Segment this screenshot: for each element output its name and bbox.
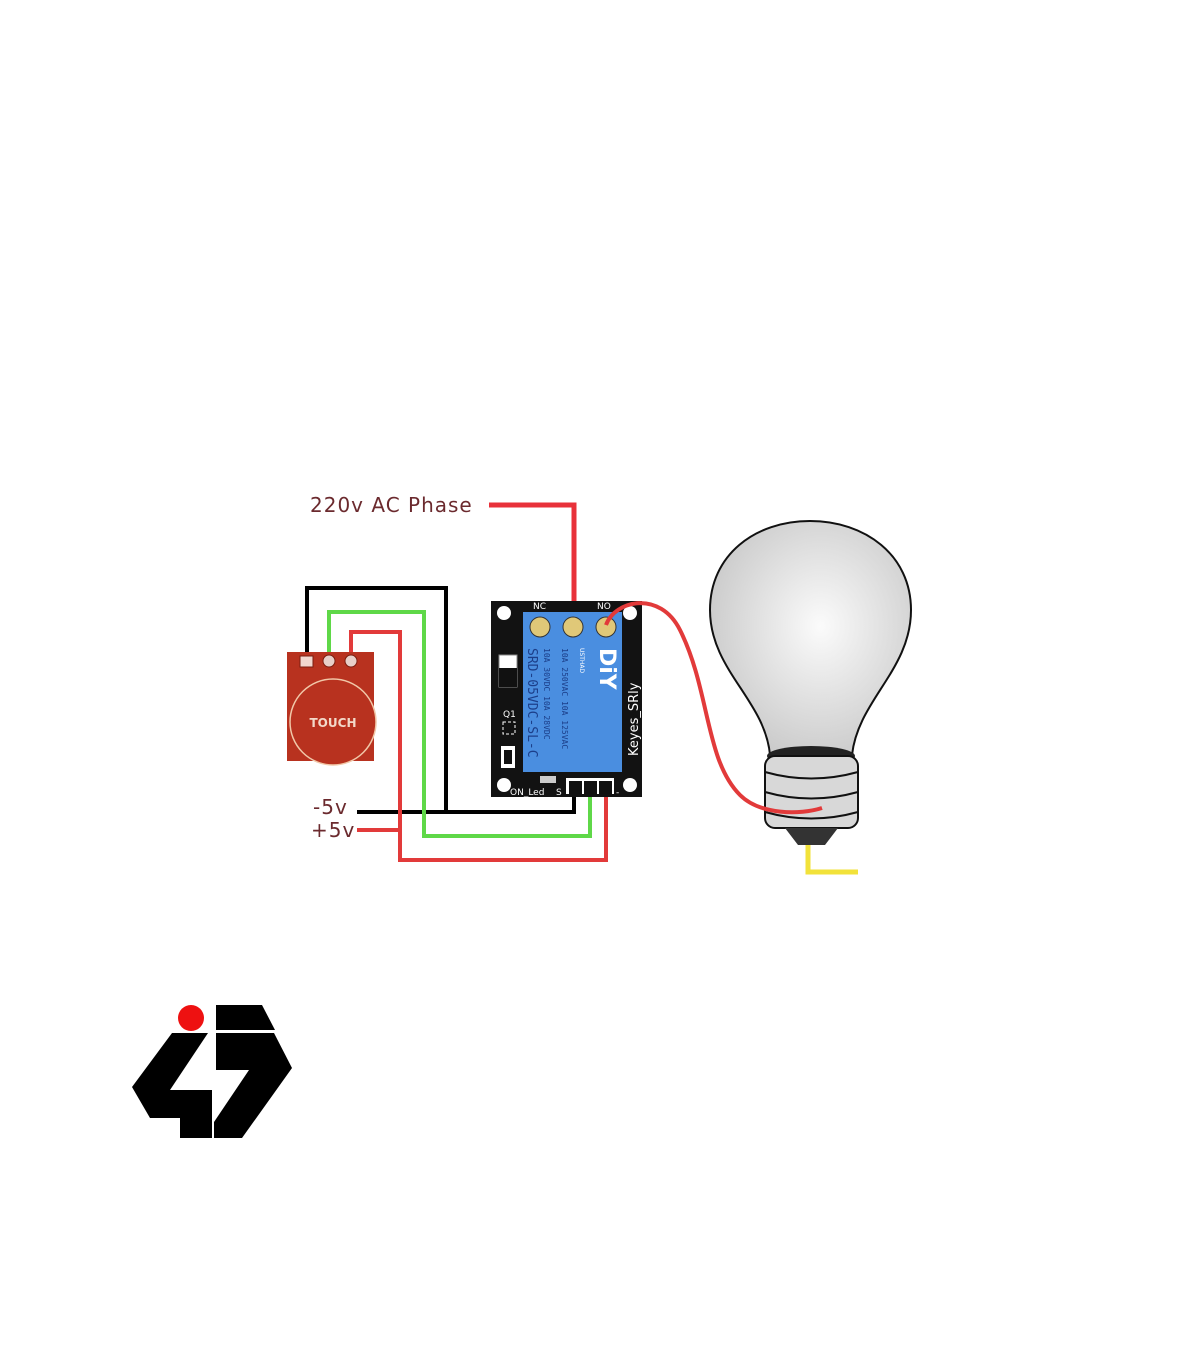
negative-supply-wire — [357, 790, 576, 814]
positive-5v-label: +5v — [311, 818, 355, 842]
neutral-wire — [805, 845, 858, 875]
phase-label: 220v AC Phase — [310, 493, 473, 517]
light-bulb — [708, 519, 913, 845]
relay-rating-dc: 10A 30VDC 10A 28VDC — [542, 648, 551, 740]
board-name: Keyes_SRly — [627, 682, 642, 756]
relay-rating-ac: 10A 250VAC 10A 125VAC — [560, 648, 569, 749]
minus-pin-label: - — [616, 788, 619, 798]
on-led-label: ON_Led — [510, 788, 544, 798]
relay-model: SRD-05VDC-SL-C — [524, 648, 539, 758]
sub-brand: USTHAD — [578, 648, 585, 673]
touch-label: TOUCH — [310, 716, 357, 730]
negative-5v-label: -5v — [313, 795, 348, 819]
no-label: NO — [597, 602, 611, 612]
vcc-wire — [349, 630, 608, 862]
brand-logo: DiY — [594, 648, 619, 691]
q1-label: Q1 — [503, 710, 516, 720]
brand-logo-mark — [132, 1005, 292, 1138]
switched-phase-wire — [604, 601, 823, 815]
nc-label: NC — [533, 602, 546, 612]
relay-module: NC NO Q1 ON_Led S - SRD-05VDC-SL-C 10A 3… — [491, 601, 642, 798]
touch-sensor-module: TOUCH — [287, 652, 377, 766]
phase-wire — [489, 502, 577, 625]
signal-wire — [327, 610, 592, 838]
s-pin-label: S — [556, 788, 562, 798]
ground-wire — [305, 586, 448, 812]
